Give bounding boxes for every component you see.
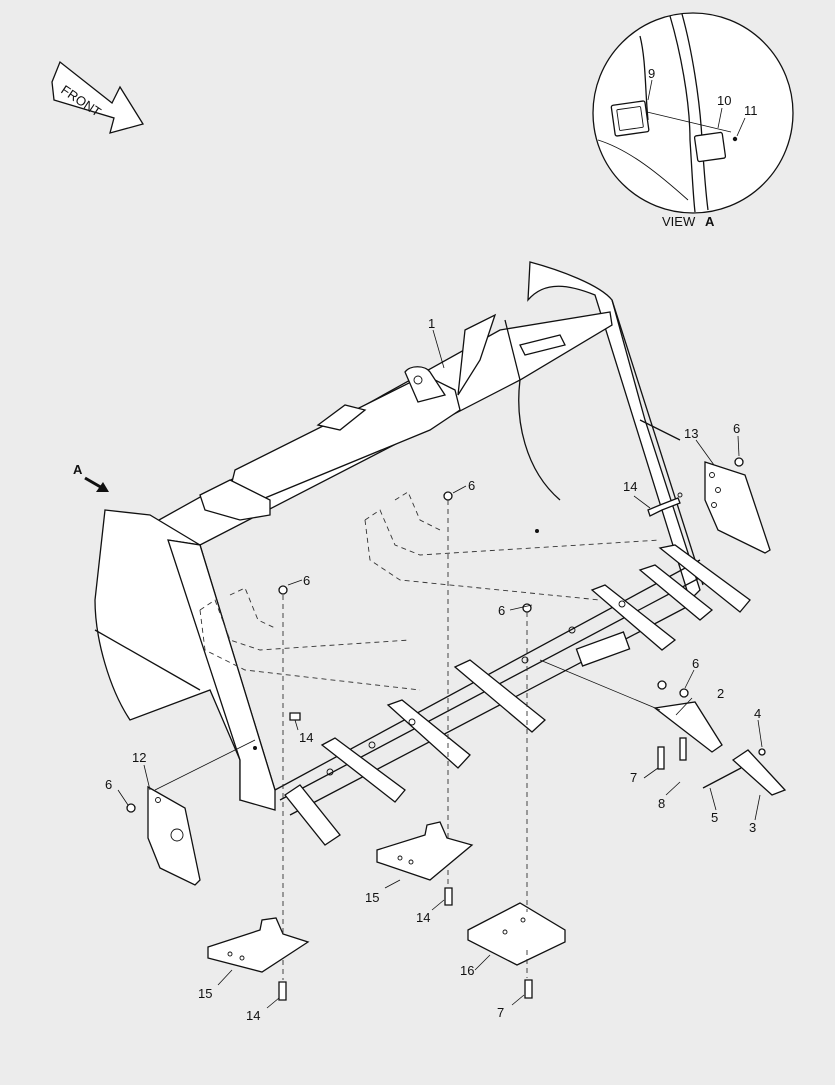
callout-6: 6 [468,478,475,493]
callout-6: 6 [303,573,310,588]
wear-plate-16 [467,902,566,966]
callout-2: 2 [717,686,724,701]
callout-5: 5 [711,810,718,825]
callout-10: 10 [717,93,731,108]
callout-14: 14 [299,730,313,745]
bolt-14 [647,497,681,517]
nut-6 [126,803,136,813]
callout-3: 3 [749,820,756,835]
view-a-arrow-icon: A [73,462,109,492]
tooth-assembly [539,659,787,796]
callout-13: 13 [684,426,698,441]
view-a-caption-suffix: A [705,214,715,229]
front-arrow-icon: FRONT [51,60,145,134]
bolt-14 [278,981,287,1001]
view-a-detail: 9 10 11 [592,12,794,214]
callout-14: 14 [623,479,637,494]
callout-8: 8 [658,796,665,811]
callout-1: 1 [428,316,435,331]
callout-4: 4 [754,706,761,721]
callout-9: 9 [648,66,655,81]
view-a-caption-prefix: VIEW [662,214,696,229]
decal-plate-9 [610,100,650,137]
wear-plate-15-upper [376,821,474,881]
callout-16: 16 [460,963,474,978]
bolt-14 [444,887,453,906]
side-protector-12 [147,739,256,886]
callout-6: 6 [692,656,699,671]
callout-7: 7 [630,770,637,785]
callout-15: 15 [365,890,379,905]
bucket-body [94,261,706,816]
callout-11: 11 [744,103,758,118]
callout-15: 15 [198,986,212,1001]
wear-plate-15-lower [207,917,310,973]
view-a-arrow-label: A [73,462,83,477]
nut-6 [734,457,744,467]
nut-6 [443,491,453,501]
bolt-7 [524,979,533,999]
callout-6: 6 [498,603,505,618]
callout-7: 7 [497,1005,504,1020]
callout-14: 14 [246,1008,260,1023]
decal-plate-10 [693,131,727,163]
callout-6: 6 [733,421,740,436]
callout-14: 14 [416,910,430,925]
callout-6: 6 [105,777,112,792]
nut-6 [278,585,288,595]
bolt-14 [289,712,301,721]
rivet-11 [732,136,738,142]
side-protector-13 [704,461,771,554]
bucket-teeth [284,544,751,846]
callout-12: 12 [132,750,146,765]
